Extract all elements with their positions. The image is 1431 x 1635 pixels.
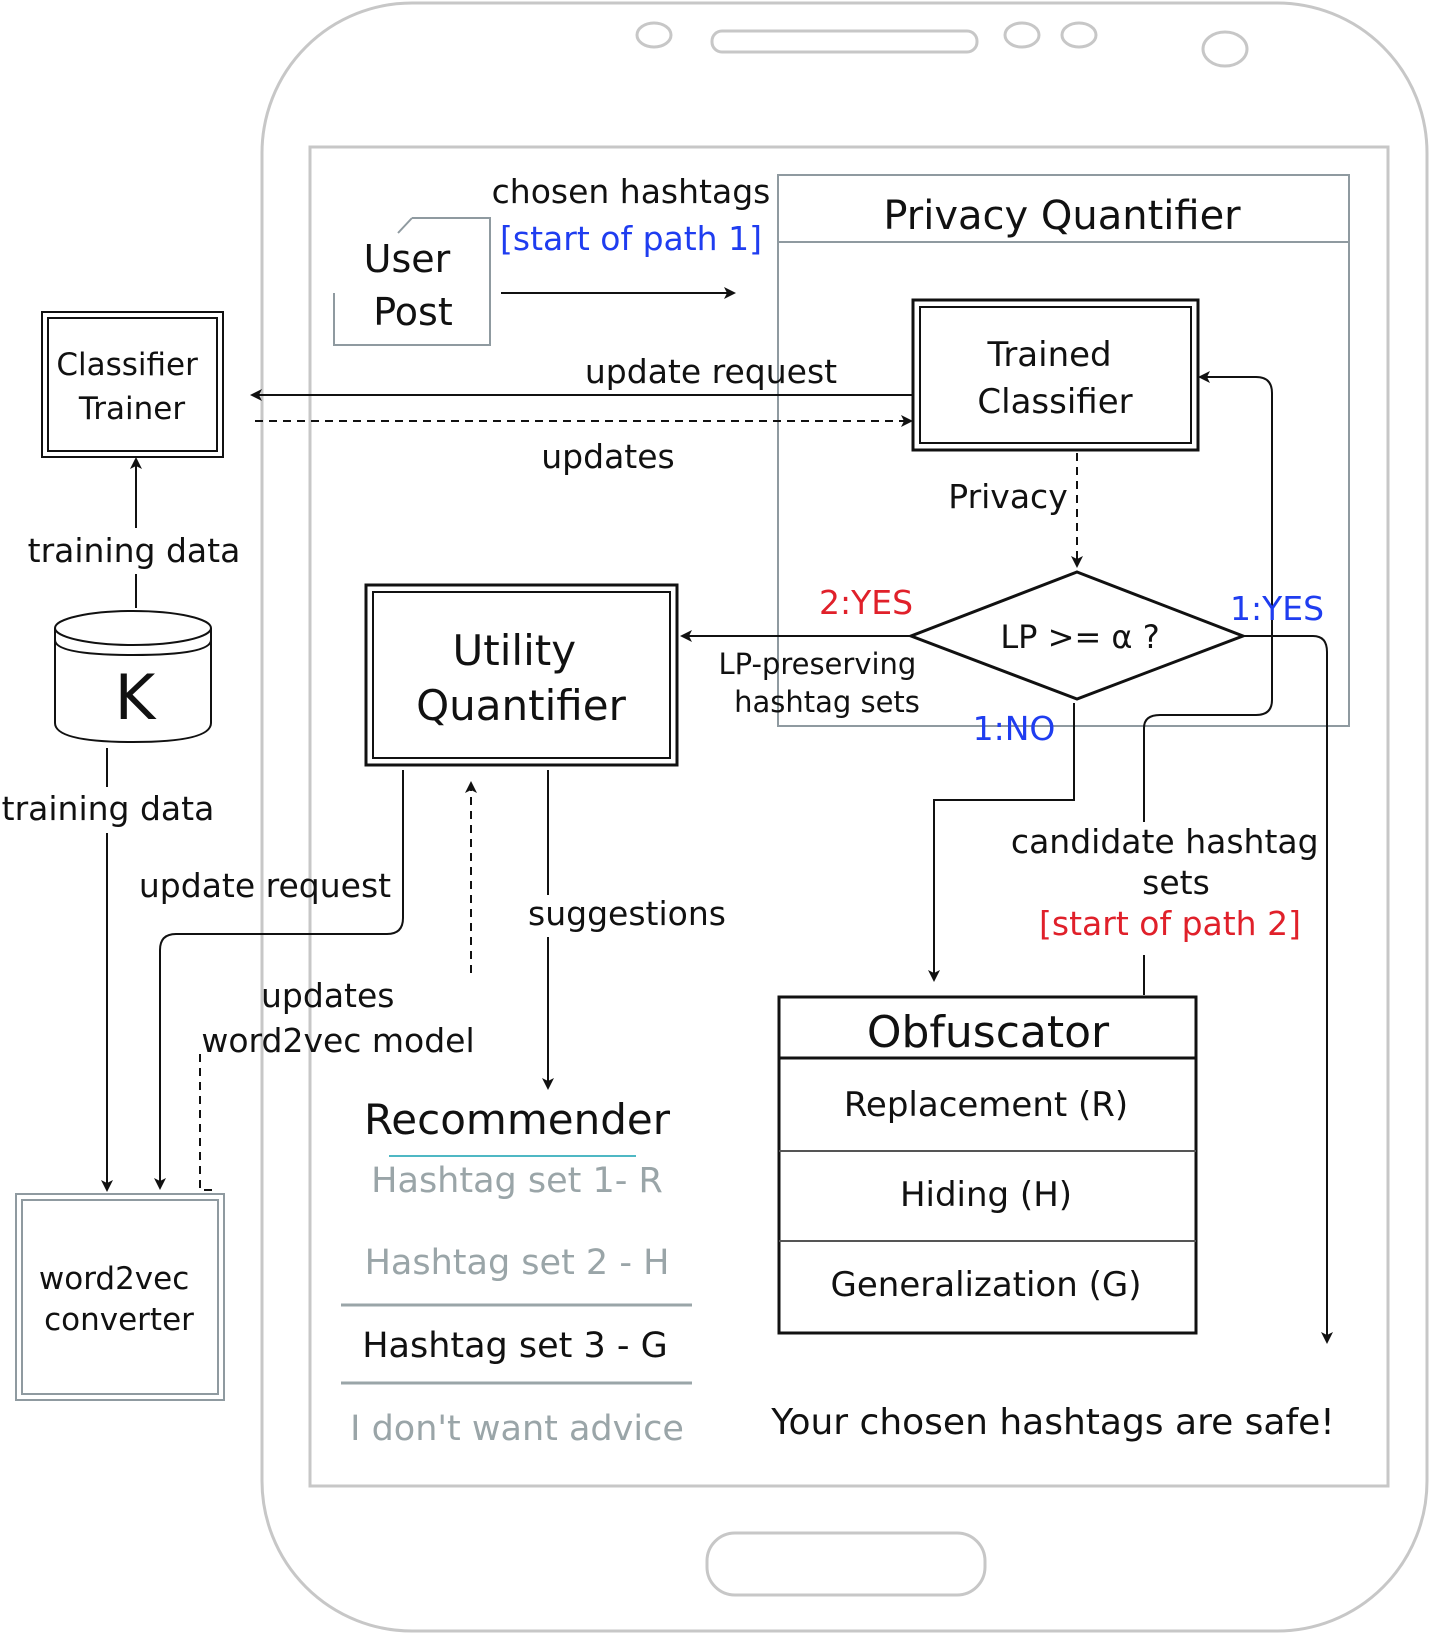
utility-quantifier-box bbox=[364, 583, 679, 767]
training-data-bottom-label: training data bbox=[2, 789, 215, 828]
privacy-quantifier-title: Privacy Quantifier bbox=[883, 193, 1241, 239]
suggestions-label: suggestions bbox=[528, 894, 726, 933]
update-request-bottom-label: update request bbox=[139, 866, 391, 905]
lp-preserving-label: LP-preserving hashtag sets bbox=[718, 647, 925, 719]
utility-quantifier-label: Utility Quantifier bbox=[416, 626, 626, 730]
obfuscator-item-replacement: Replacement (R) bbox=[844, 1085, 1128, 1125]
phone-sensor-left bbox=[635, 21, 673, 49]
recommender-item: Hashtag set 1- R bbox=[371, 1161, 663, 1201]
word2vec-converter-box bbox=[15, 1193, 225, 1401]
update-request-arrow-bottom bbox=[154, 770, 404, 1190]
privacy-label: Privacy bbox=[948, 477, 1067, 516]
phone-home-button bbox=[705, 1531, 987, 1597]
recommender-item-selected: Hashtag set 3 - G bbox=[362, 1326, 668, 1366]
one-no-label: 1:NO bbox=[973, 709, 1056, 748]
chosen-hashtags-label: chosen hashtags bbox=[492, 172, 771, 211]
datastore-k bbox=[54, 610, 212, 744]
trained-classifier-label: Trained Classifier bbox=[977, 335, 1132, 422]
one-yes-loop-arrow bbox=[1143, 371, 1273, 822]
word2vec-converter-label: word2vec converter bbox=[39, 1261, 199, 1338]
recommender-title: Recommender bbox=[364, 1095, 671, 1144]
one-no-arrow bbox=[928, 703, 1075, 982]
obfuscator-box bbox=[777, 995, 1198, 1335]
lp-decision-diamond bbox=[906, 570, 1248, 701]
phone-top-speaker bbox=[710, 29, 979, 54]
recommender-item: Hashtag set 2 - H bbox=[365, 1243, 670, 1283]
classifier-trainer-box bbox=[41, 311, 224, 458]
two-yes-label: 2:YES bbox=[819, 583, 913, 622]
updates-top-label: updates bbox=[541, 437, 674, 476]
training-data-top-label: training data bbox=[28, 531, 241, 570]
obfuscator-item-hiding: Hiding (H) bbox=[900, 1175, 1072, 1215]
update-request-top-label: update request bbox=[585, 352, 837, 391]
start-path-1-label: [start of path 1] bbox=[500, 219, 762, 258]
privacy-quantifier-box bbox=[777, 174, 1350, 727]
candidate-hashtag-sets-label: candidate hashtag sets bbox=[1011, 822, 1329, 902]
classifier-trainer-label: Classifier Trainer bbox=[56, 347, 207, 427]
updates-word2vec-label: updates word2vec model bbox=[201, 976, 474, 1060]
obfuscator-item-generalization: Generalization (G) bbox=[831, 1265, 1142, 1305]
phone-sensor-right bbox=[1060, 21, 1098, 49]
trained-classifier-box bbox=[911, 298, 1200, 452]
safe-message: Your chosen hashtags are safe! bbox=[770, 1402, 1335, 1443]
lp-decision-label: LP >= α ? bbox=[1000, 618, 1159, 656]
one-yes-down-arrow bbox=[1243, 635, 1333, 1344]
obfuscator-title: Obfuscator bbox=[867, 1007, 1110, 1058]
one-yes-label: 1:YES bbox=[1230, 589, 1324, 628]
start-path-2-label: [start of path 2] bbox=[1039, 904, 1301, 943]
user-post-box bbox=[333, 217, 491, 346]
phone-sensor-mid bbox=[1003, 21, 1041, 49]
phone-frame bbox=[260, 1, 1429, 1633]
user-post-label: User Post bbox=[364, 237, 463, 334]
recommender-item: I don't want advice bbox=[350, 1409, 684, 1449]
phone-camera bbox=[1201, 30, 1249, 68]
datastore-k-label: K bbox=[115, 661, 157, 734]
updates-word2vec-arrow bbox=[199, 783, 471, 1191]
